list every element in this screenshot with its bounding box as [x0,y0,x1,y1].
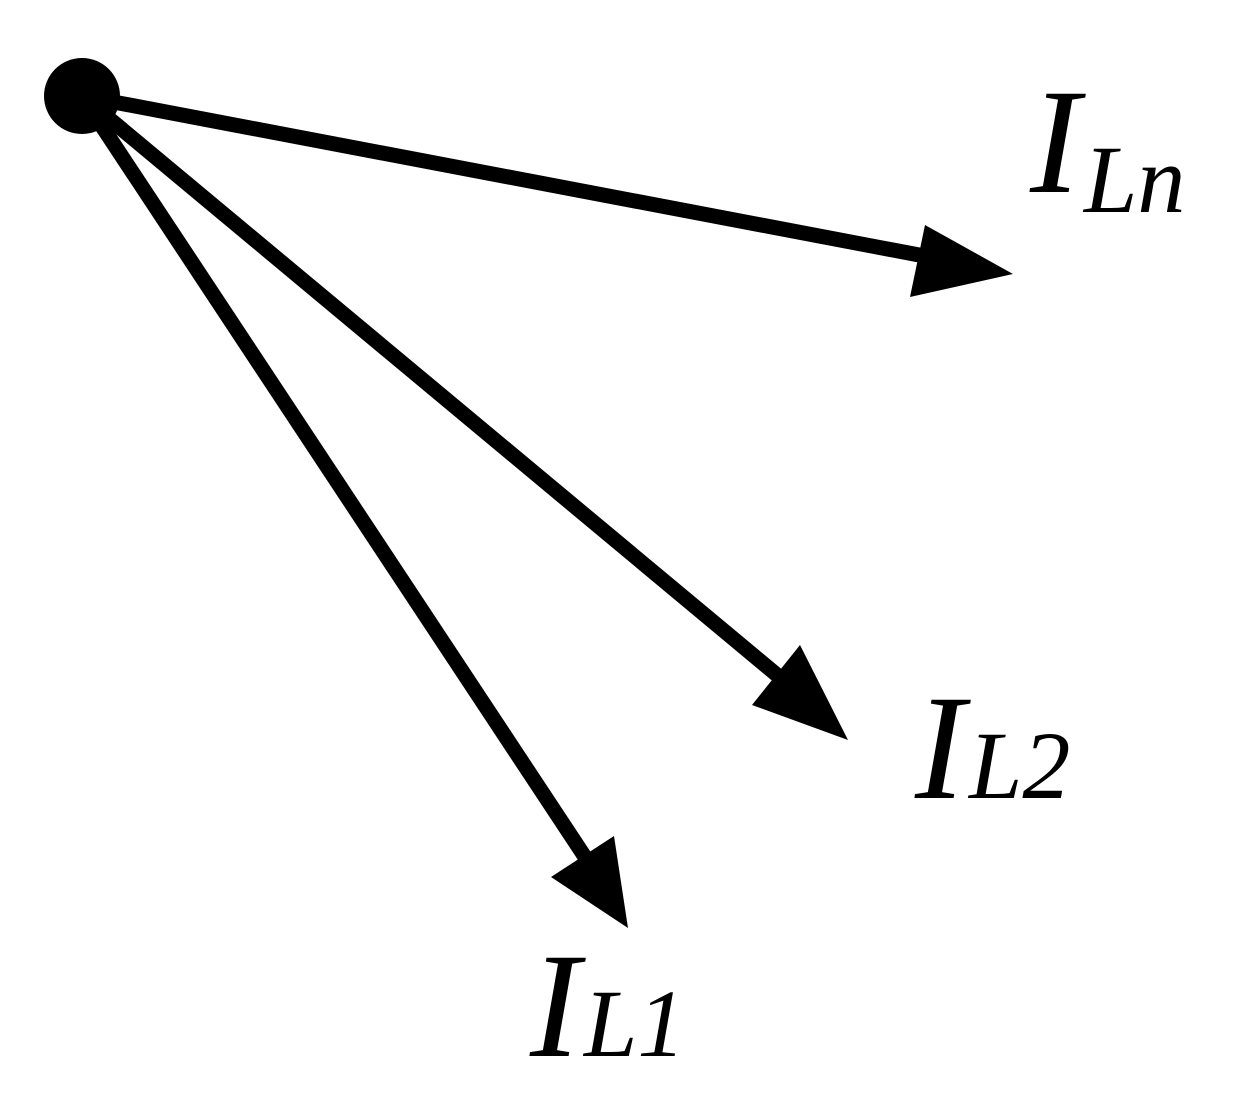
label-ln-main: I [1029,59,1086,225]
arrow-l1 [74,88,628,928]
arrow-ln-shaft [74,88,943,266]
label-l2-sub: L2 [967,712,1070,819]
label-ln-sub: Ln [1082,126,1185,233]
label-l2: IL2 [914,665,1070,831]
label-l1: IL1 [529,923,685,1089]
arrow-l2 [74,88,848,740]
label-l1-main: I [529,923,586,1089]
label-l1-sub: L1 [582,970,685,1077]
arrow-ln-head [910,225,1013,297]
label-ln: ILn [1029,59,1185,233]
label-l2-main: I [914,665,971,831]
arrow-l2-head [752,645,848,740]
arrow-l2-shaft [74,88,791,688]
arrow-l1-head [551,836,628,928]
arrow-ln [74,88,1013,297]
arrow-l1-shaft [74,88,595,868]
